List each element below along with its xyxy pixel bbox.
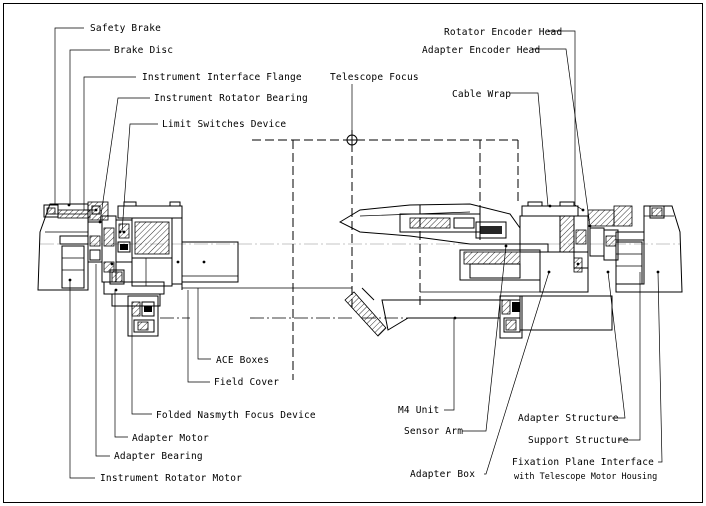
drawing-frame	[3, 3, 703, 503]
label-adapter-structure: Adapter Structure	[518, 413, 619, 424]
left-assembly	[37, 201, 239, 337]
label-support-structure: Support Structure	[528, 435, 629, 446]
label-folded-nasmyth-focus-device: Folded Nasmyth Focus Device	[156, 410, 316, 421]
label-adapter-motor: Adapter Motor	[132, 433, 209, 444]
right-assembly	[338, 201, 683, 339]
telescope-focus-symbol	[344, 132, 360, 148]
label-fixation-plane-interface: Fixation Plane Interface	[512, 457, 654, 468]
label-instrument-rotator-motor: Instrument Rotator Motor	[100, 473, 242, 484]
label-m4-unit: M4 Unit	[398, 405, 439, 416]
label-brake-disc: Brake Disc	[114, 45, 173, 56]
label-ace-boxes: ACE Boxes	[216, 355, 269, 366]
optical-paths	[40, 130, 680, 380]
label-cable-wrap: Cable Wrap	[452, 89, 511, 100]
label-safety-brake: Safety Brake	[90, 23, 161, 34]
label-instrument-interface-flange: Instrument Interface Flange	[142, 72, 302, 83]
label-adapter-box: Adapter Box	[410, 469, 475, 480]
label-sensor-arm: Sensor Arm	[404, 426, 463, 437]
label-adapter-encoder-head: Adapter Encoder Head	[422, 45, 540, 56]
label-limit-switches-device: Limit Switches Device	[162, 119, 286, 130]
label-field-cover: Field Cover	[214, 377, 279, 388]
leader-lines	[54, 27, 663, 479]
labels: Safety Brake Brake Disc Instrument Inter…	[90, 23, 657, 484]
label-instrument-rotator-bearing: Instrument Rotator Bearing	[154, 93, 308, 104]
label-fixation-plane-interface-line2: with Telescope Motor Housing	[514, 472, 657, 482]
label-telescope-focus: Telescope Focus	[330, 72, 419, 83]
label-adapter-bearing: Adapter Bearing	[114, 451, 203, 462]
label-rotator-encoder-head: Rotator Encoder Head	[444, 27, 562, 38]
